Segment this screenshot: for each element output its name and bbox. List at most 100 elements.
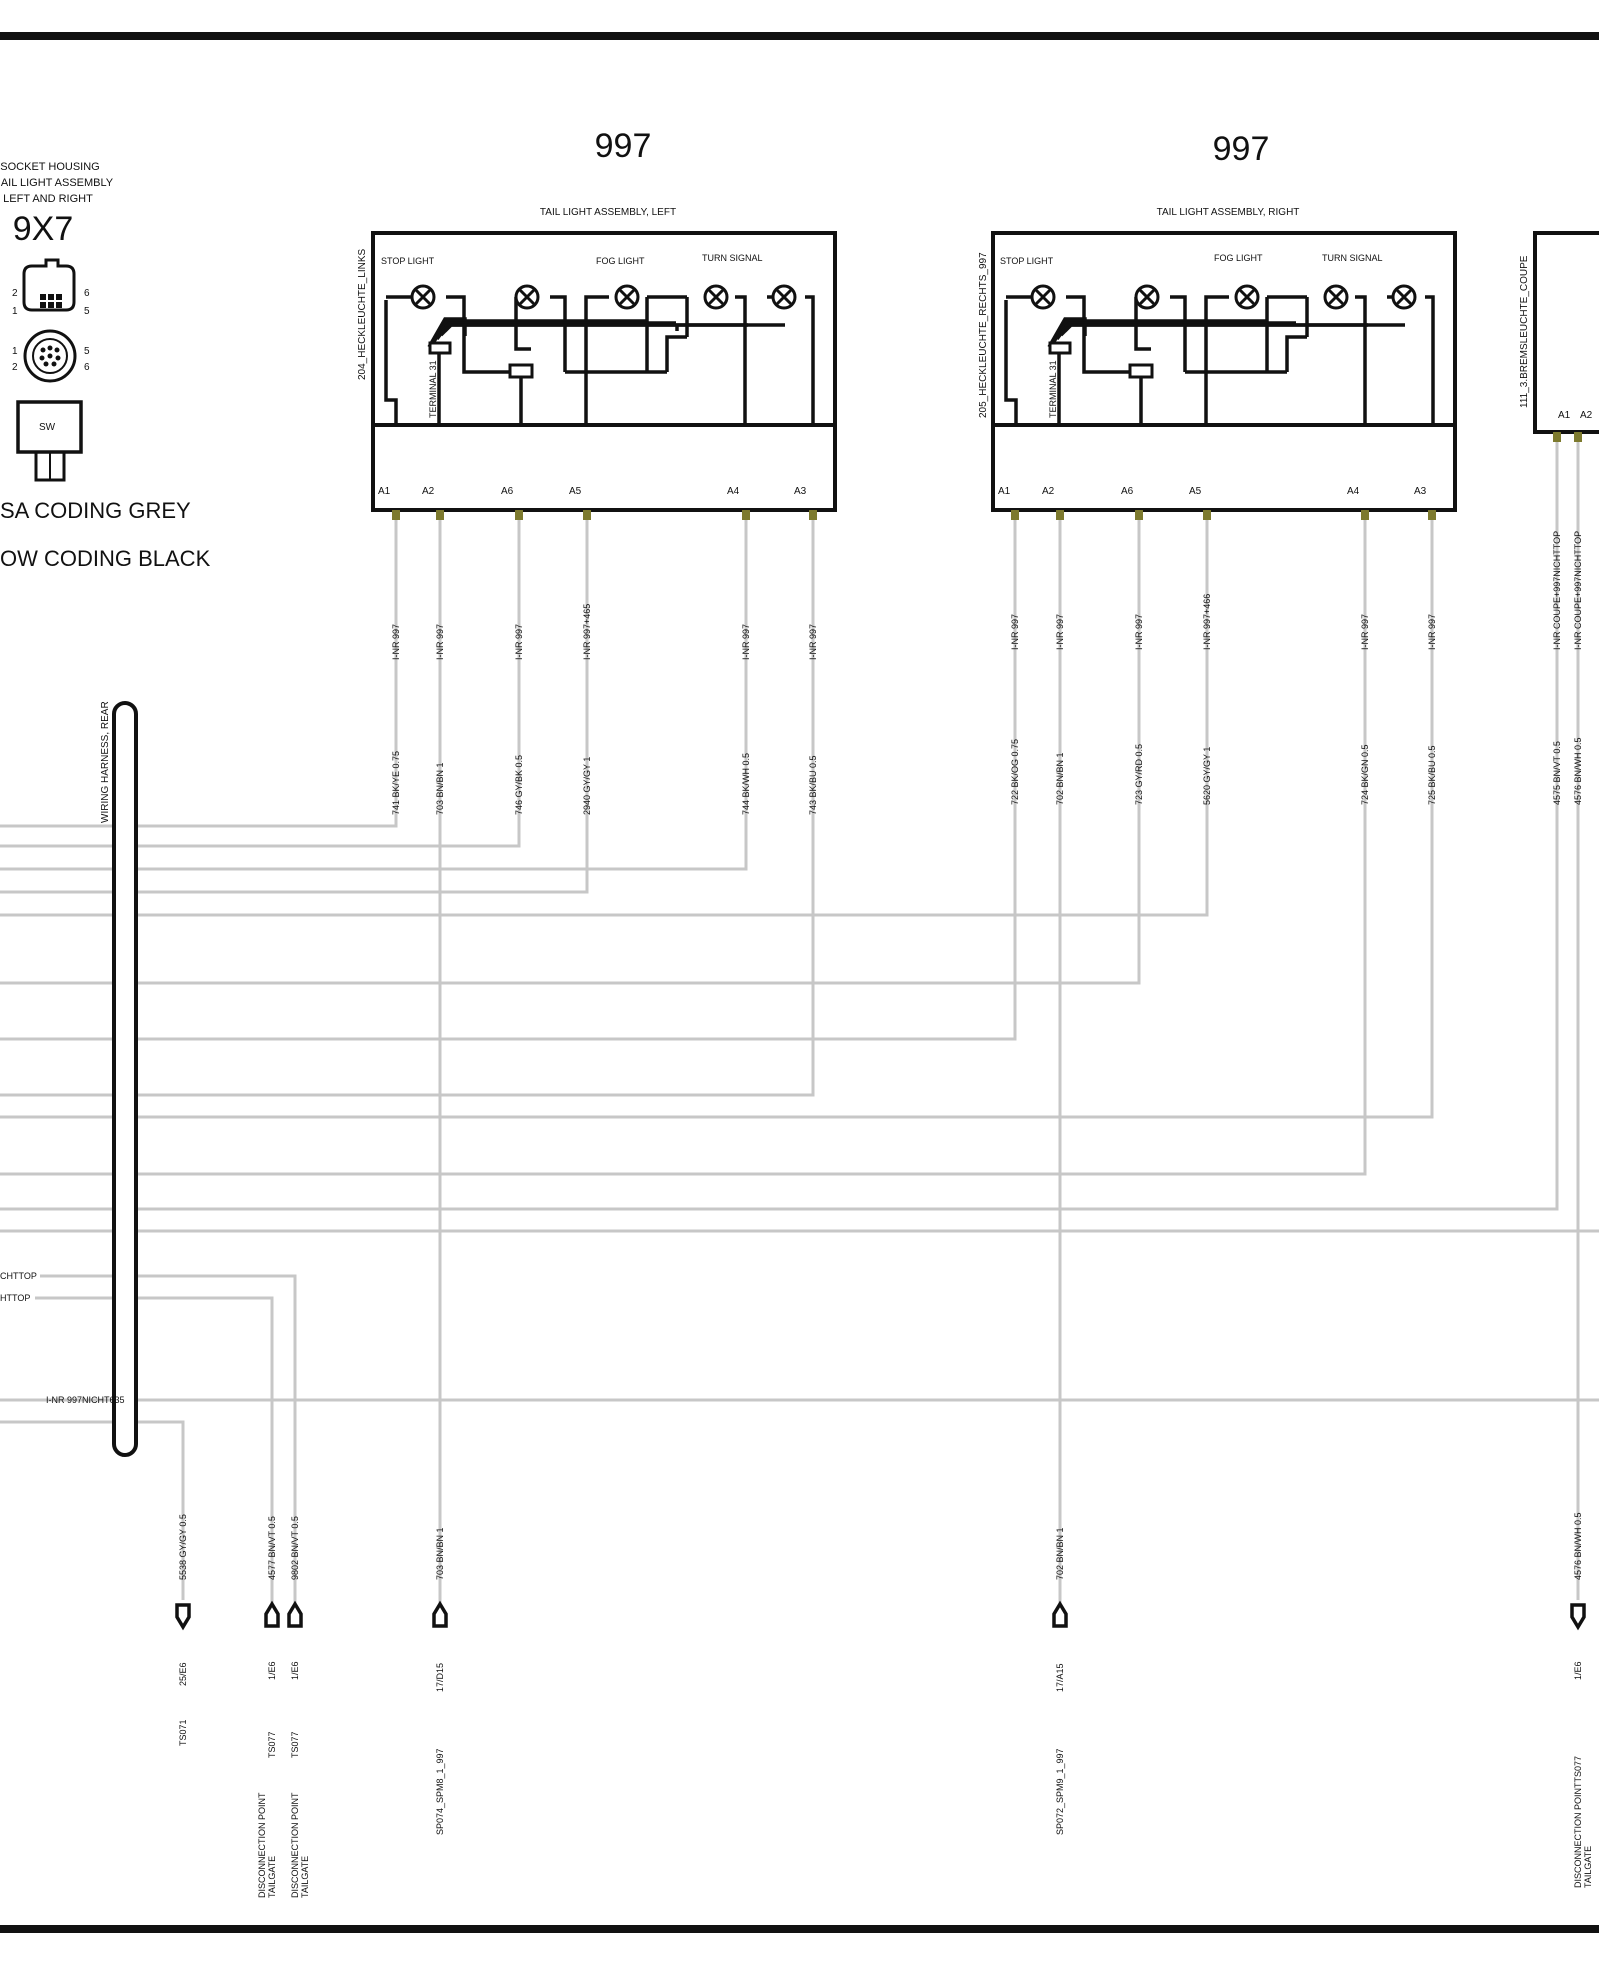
terminal-id: TS077 <box>290 1731 300 1758</box>
terminal-symbols <box>175 1600 1586 1631</box>
terminal-wire-spec: 4577 BN/VT 0.5 <box>267 1516 277 1580</box>
terminal-ref: 17/D15 <box>435 1663 445 1692</box>
pin-label: A2 <box>1580 410 1593 421</box>
terminal-refs: 25/E6 1/E6 1/E6 17/D15 17/A15 1/E6 TS071… <box>178 1661 1593 1898</box>
assembly-frame-right <box>991 231 1457 512</box>
terminal-desc: TAILGATE <box>267 1856 277 1898</box>
terminal-id: TS077 <box>267 1731 277 1758</box>
turn-signal-label-right: TURN SIGNAL <box>1322 253 1383 263</box>
wire-option: I-NR COUPE+997NICHTTOP <box>1573 531 1583 650</box>
terminal-ref: 17/A15 <box>1055 1663 1065 1692</box>
pin-connection-points <box>392 432 1582 520</box>
wire-option: I-NR 997 <box>741 624 751 660</box>
pin-label: A4 <box>727 486 740 497</box>
wire-option: I-NR 997+466 <box>1202 594 1212 650</box>
legend-pin: 5 <box>84 346 90 357</box>
wire-spec: 4576 BN/WH 0.5 <box>1573 737 1583 805</box>
bottom-border <box>0 1925 1599 1933</box>
wire-spec: 744 BK/WH 0.5 <box>741 753 751 815</box>
legend-pin: 6 <box>84 288 90 299</box>
component-id-right: 205_HECKLEUCHTE_RECHTS_997 <box>978 252 989 418</box>
terminal-wire-spec: 9802 BN/VT 0.5 <box>290 1516 300 1580</box>
wire-spec: 723 GY/RD 0.5 <box>1134 744 1144 805</box>
wire-option: I-NR 997 <box>1055 614 1065 650</box>
stop-light-label-right: STOP LIGHT <box>1000 256 1054 266</box>
wire-option-labels: I-NR 997 I-NR 997 I-NR 997 I-NR 997+465 … <box>391 531 1583 660</box>
terminal-id: TS071 <box>178 1719 188 1746</box>
assembly-frame-left <box>371 231 837 512</box>
wire-spec: 741 BK/YE 0.75 <box>391 751 401 815</box>
legend-pin: 1 <box>12 306 18 317</box>
pin-label: A1 <box>1558 410 1571 421</box>
pin-label: A5 <box>569 486 582 497</box>
coding-grey: SA CODING GREY <box>0 498 191 523</box>
terminal-up-icon <box>432 1600 448 1628</box>
stop-light-label-left: STOP LIGHT <box>381 256 435 266</box>
fog-light-label-left: FOG LIGHT <box>596 256 645 266</box>
wire-option: I-NR 997 <box>1360 614 1370 650</box>
wire-spec: 702 BN/BN 1 <box>1055 752 1065 805</box>
turn-signal-label-left: TURN SIGNAL <box>702 253 763 263</box>
terminal-ref: 1/E6 <box>267 1661 277 1680</box>
terminal-desc: DISCONNECTION POINT <box>290 1792 300 1898</box>
wire-spec: 724 BK/GN 0.5 <box>1360 744 1370 805</box>
wire-option: I-NR 997 <box>1010 614 1020 650</box>
connector-legend: SOCKET HOUSING AIL LIGHT ASSEMBLY LEFT A… <box>0 161 211 571</box>
assembly-title-right: TAIL LIGHT ASSEMBLY, RIGHT <box>1157 207 1300 218</box>
terminal-wire-spec: 702 BN/BN 1 <box>1055 1527 1065 1580</box>
assembly-title-left: TAIL LIGHT ASSEMBLY, LEFT <box>540 207 676 218</box>
wire-spec: 5620 GY/GY 1 <box>1202 747 1212 805</box>
terminal-up-icon <box>287 1600 303 1628</box>
wire-option: I-NR 997 <box>435 624 445 660</box>
fog-light-label-right: FOG LIGHT <box>1214 253 1263 263</box>
wire-spec-labels: 741 BK/YE 0.75 703 BN/BN 1 746 GY/BK 0.5… <box>391 737 1583 815</box>
terminal-ref: 25/E6 <box>178 1662 188 1686</box>
wire-option: I-NR COUPE+997NICHTTOP <box>1552 531 1562 650</box>
pin-label: A3 <box>794 486 807 497</box>
pin-label: A1 <box>378 486 391 497</box>
coding-black: OW CODING BLACK <box>0 546 211 571</box>
wire-routes <box>0 438 1599 1622</box>
top-border <box>0 32 1599 40</box>
connector-code: 9X7 <box>13 210 74 248</box>
wire-spec: 2940 GY/GY 1 <box>582 757 592 815</box>
terminal-wire-spec: 5538 GY/GY 0.5 <box>178 1514 188 1580</box>
terminal-down-icon <box>1570 1603 1586 1631</box>
wire-option: I-NR 997 <box>391 624 401 660</box>
legend-pin: 1 <box>12 346 18 357</box>
wire-option: I-NR 997 <box>808 624 818 660</box>
model-number-right: 997 <box>1213 130 1270 168</box>
tail-light-left: 997 TAIL LIGHT ASSEMBLY, LEFT 204_HECKLE… <box>357 127 837 512</box>
terminal-id: SP072_SPM9_1_997 <box>1055 1748 1065 1835</box>
pin-label: A2 <box>1042 486 1055 497</box>
terminal-desc: TAILGATE <box>300 1856 310 1898</box>
wire-spec: 722 BK/OG 0.75 <box>1010 739 1020 805</box>
terminal-ref: 1/E6 <box>1573 1661 1583 1680</box>
harness-label: WIRING HARNESS, REAR <box>100 701 111 823</box>
terminal-wire-spec: 4576 BN/WH 0.5 <box>1573 1512 1583 1580</box>
pin-label: A6 <box>501 486 514 497</box>
brake-component-id: 111_3.BREMSLEUCHTE_COUPE <box>1519 255 1530 408</box>
left-fragment: HTTOP <box>0 1293 30 1303</box>
wire-spec: 746 GY/BK 0.5 <box>514 755 524 815</box>
pin-label: A2 <box>422 486 435 497</box>
terminal-31-label-left: TERMINAL 31 <box>428 360 438 418</box>
terminal-desc: DISCONNECTION POINT <box>257 1792 267 1898</box>
connector-face-round-icon <box>23 329 77 383</box>
pin-label: A4 <box>1347 486 1360 497</box>
wire-option: I-NR 997 <box>1427 614 1437 650</box>
terminal-desc: TAILGATE <box>1583 1846 1593 1888</box>
wiring-harness-rear: WIRING HARNESS, REAR <box>100 701 138 1457</box>
legend-housing-line-3: LEFT AND RIGHT <box>3 193 93 205</box>
pin-label: A1 <box>998 486 1011 497</box>
pin-label: A3 <box>1414 486 1427 497</box>
terminal-up-icon <box>264 1600 280 1628</box>
legend-pin: 2 <box>12 362 18 373</box>
wire-option: I-NR 997+465 <box>582 604 592 660</box>
terminal-wire-labels: 5538 GY/GY 0.5 4577 BN/VT 0.5 9802 BN/VT… <box>178 1512 1583 1580</box>
pin-label: A6 <box>1121 486 1134 497</box>
tail-light-right: 997 TAIL LIGHT ASSEMBLY, RIGHT 205_HECKL… <box>978 130 1457 512</box>
connector-face-top-icon <box>22 258 76 312</box>
switch-label: SW <box>39 422 56 433</box>
